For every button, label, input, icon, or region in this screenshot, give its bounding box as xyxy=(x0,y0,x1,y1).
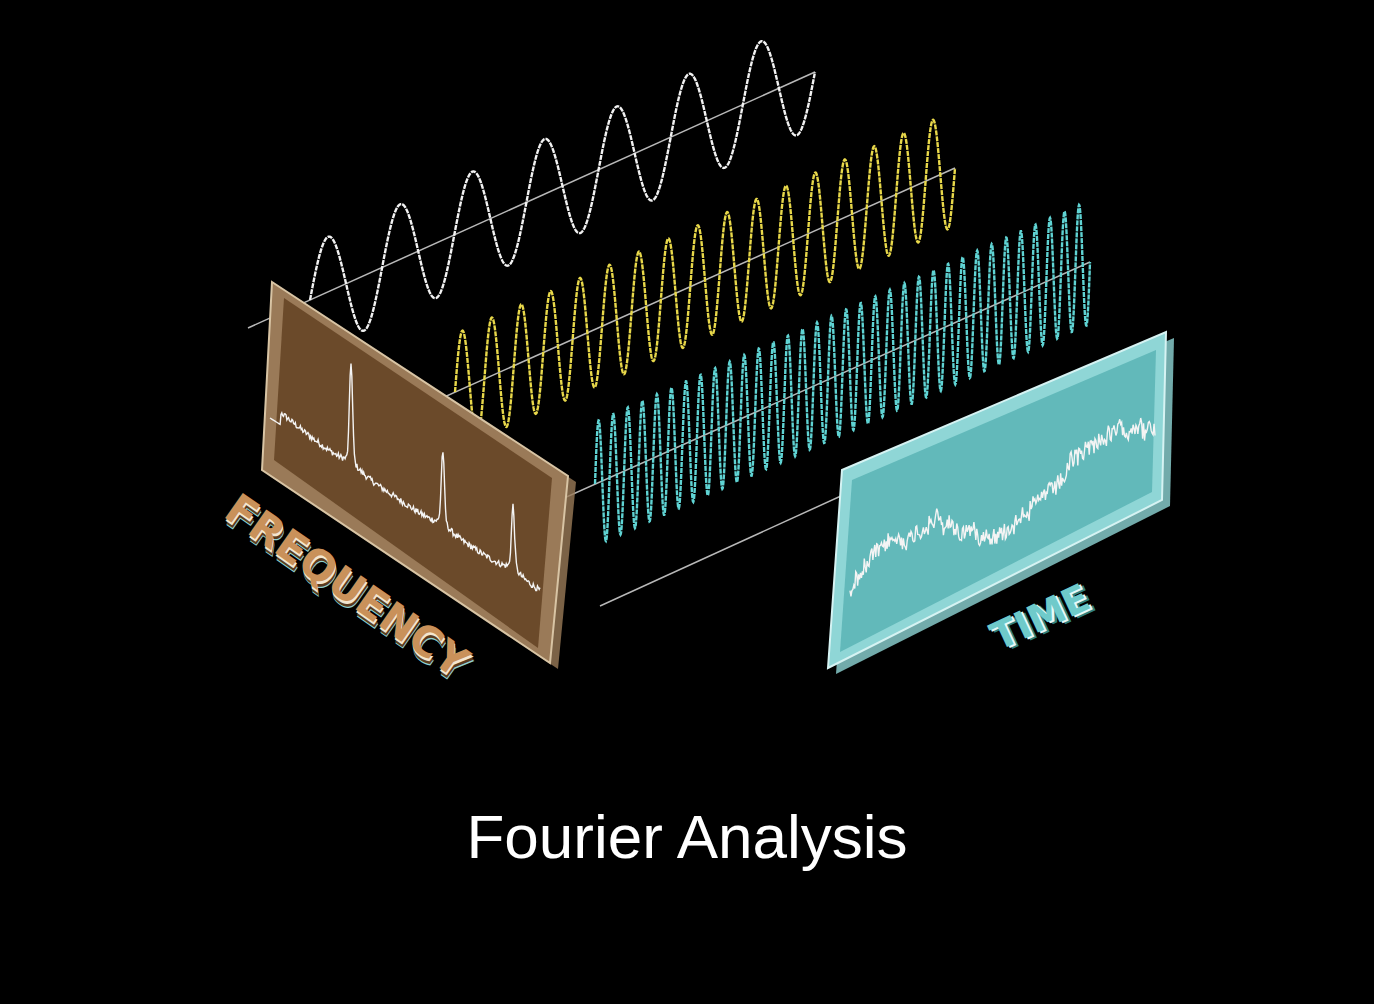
panel-frame xyxy=(262,282,568,663)
panel-face xyxy=(840,350,1156,652)
panel-depth xyxy=(836,338,1174,674)
time-signal xyxy=(850,418,1155,596)
frequency-panel: FREQUENCY xyxy=(220,275,580,705)
caption: Fourier Analysis xyxy=(0,800,1374,874)
panel-face xyxy=(274,298,552,648)
wave-baseline xyxy=(248,72,815,328)
sine-wave xyxy=(310,41,815,331)
panel-depth xyxy=(270,288,576,669)
panel-frame xyxy=(828,332,1166,668)
time-panel: TIME xyxy=(815,325,1180,675)
